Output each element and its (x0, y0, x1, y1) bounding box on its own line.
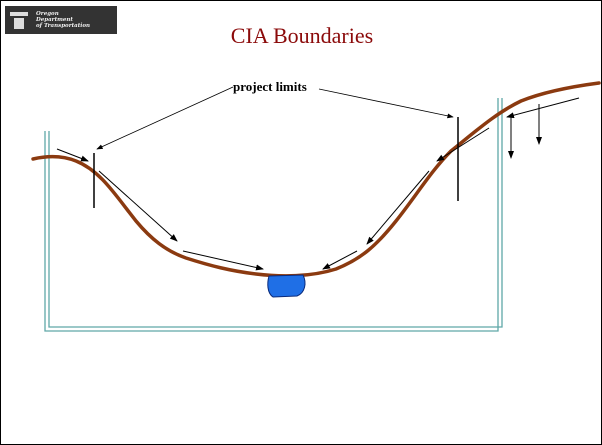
logo-line-3: of Transportation (36, 23, 91, 29)
project-limits-label: project limits (233, 79, 307, 94)
leader-arrow-right (318, 88, 454, 119)
logo-text: Oregon Department of Transportation (36, 11, 90, 29)
leader-arrow-left (96, 86, 234, 150)
logo-line-1: Oregon (36, 11, 59, 17)
slide-title: CIA Boundaries (230, 23, 374, 48)
terrain-line (31, 81, 601, 278)
flow-arrows-right (322, 97, 580, 270)
flow-arrows-left (56, 148, 264, 271)
odot-logo-icon (8, 9, 30, 31)
cia-boundary (44, 98, 503, 332)
downward-arrows (508, 104, 542, 159)
logo-line-2: Department (36, 17, 73, 23)
odot-logo: Oregon Department of Transportation (5, 6, 117, 34)
stream-water (267, 274, 306, 298)
